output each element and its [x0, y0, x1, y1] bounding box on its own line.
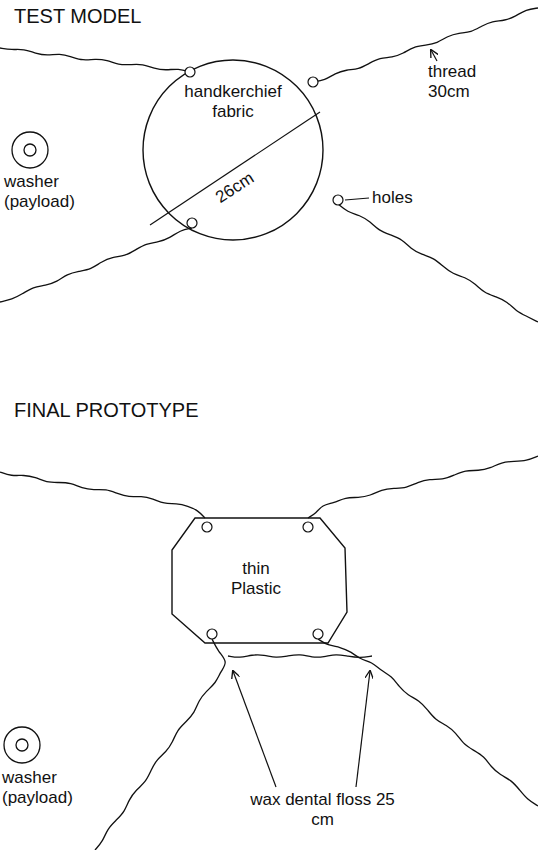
hole	[202, 522, 212, 532]
parachute-canopy: handkerchief fabric 26cm	[143, 60, 323, 240]
thread-line	[313, 8, 538, 82]
hole	[185, 67, 195, 77]
section-heading: TEST MODEL	[14, 4, 141, 28]
thread-line	[228, 655, 372, 658]
callout-label: washer (payload)	[4, 172, 84, 213]
leader-arrow	[431, 50, 437, 61]
leader-arrow	[356, 671, 370, 787]
callout-label: washer (payload)	[2, 768, 82, 809]
washer-hole	[16, 739, 28, 751]
material-label: thin Plastic	[216, 559, 296, 600]
plastic-octagon	[172, 518, 347, 643]
dimension-label: 26cm	[204, 163, 265, 213]
washer-outer	[4, 727, 40, 763]
callout-label: thread 30cm	[428, 62, 490, 103]
hole	[207, 629, 217, 639]
callout-label: holes	[372, 188, 413, 208]
fabric-circle	[143, 60, 323, 240]
leader-line	[345, 198, 369, 200]
thread-line	[95, 639, 225, 850]
thread-line	[0, 48, 190, 72]
thread-line	[0, 472, 205, 518]
thread-line	[0, 228, 192, 302]
material-label: handkerchief fabric	[173, 82, 293, 123]
washer-outer	[12, 132, 48, 168]
hole	[303, 522, 313, 532]
thread-line	[338, 204, 538, 322]
parachute-canopy: thin Plastic	[170, 515, 350, 647]
section-heading: FINAL PROTOTYPE	[14, 398, 198, 422]
leader-arrow	[233, 671, 276, 787]
washer-hole	[24, 144, 36, 156]
hole	[308, 77, 318, 87]
hole	[333, 195, 343, 205]
thread-line	[308, 456, 538, 518]
hole	[187, 218, 197, 228]
callout-label: wax dental floss 25 cm	[250, 790, 395, 831]
thread-line	[318, 639, 538, 806]
hole	[313, 629, 323, 639]
diameter-line	[150, 112, 320, 225]
